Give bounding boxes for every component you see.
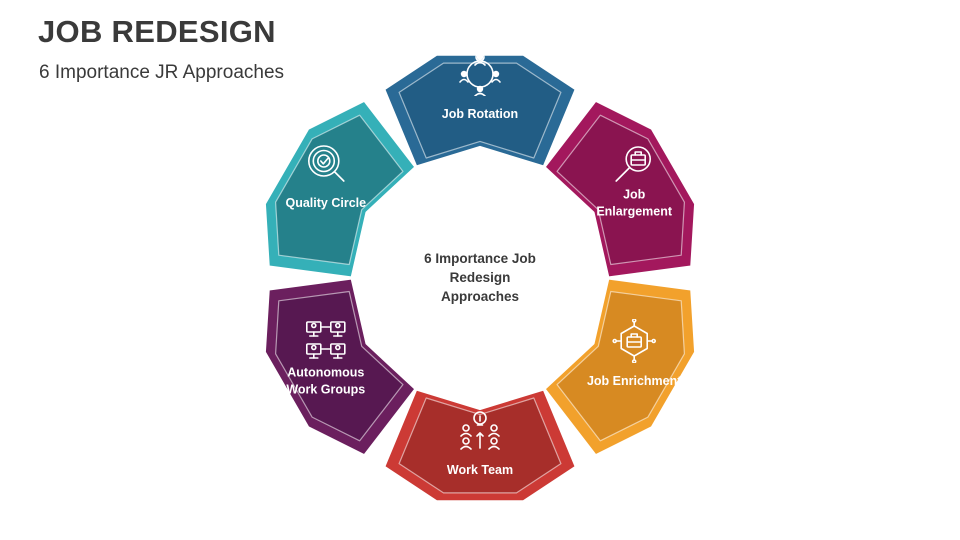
segment-job-enrichment-label: Job Enrichment — [587, 374, 682, 388]
segment-autonomous-work-groups-label: Work Groups — [286, 383, 365, 397]
page-title: JOB REDESIGN — [38, 14, 276, 49]
segment-quality-circle-label: Quality Circle — [286, 196, 367, 210]
segment-job-enrichment: Job Enrichment — [542, 276, 698, 458]
center-label-line: 6 Importance Job — [424, 251, 536, 266]
segment-job-rotation: Job Rotation — [382, 52, 578, 169]
segment-job-enlargement-label: Job — [623, 188, 646, 202]
segment-work-team-label: Work Team — [447, 463, 513, 477]
segment-job-enrichment-inner — [556, 290, 686, 442]
segment-job-rotation-label: Job Rotation — [442, 107, 518, 121]
page-subtitle: 6 Importance JR Approaches — [39, 62, 285, 83]
segment-job-rotation-inner — [398, 62, 562, 159]
segment-quality-circle: Quality Circle — [262, 98, 418, 280]
segment-quality-circle-inner — [275, 114, 404, 266]
segment-autonomous-work-groups-label: Autonomous — [287, 366, 364, 380]
segment-job-enlargement-inner — [556, 114, 686, 266]
segment-work-team: Work Team — [382, 387, 578, 504]
segment-job-enlargement-label: Enlargement — [596, 205, 673, 219]
center-label-line: Approaches — [441, 289, 519, 304]
center-label-line: Redesign — [450, 270, 511, 285]
